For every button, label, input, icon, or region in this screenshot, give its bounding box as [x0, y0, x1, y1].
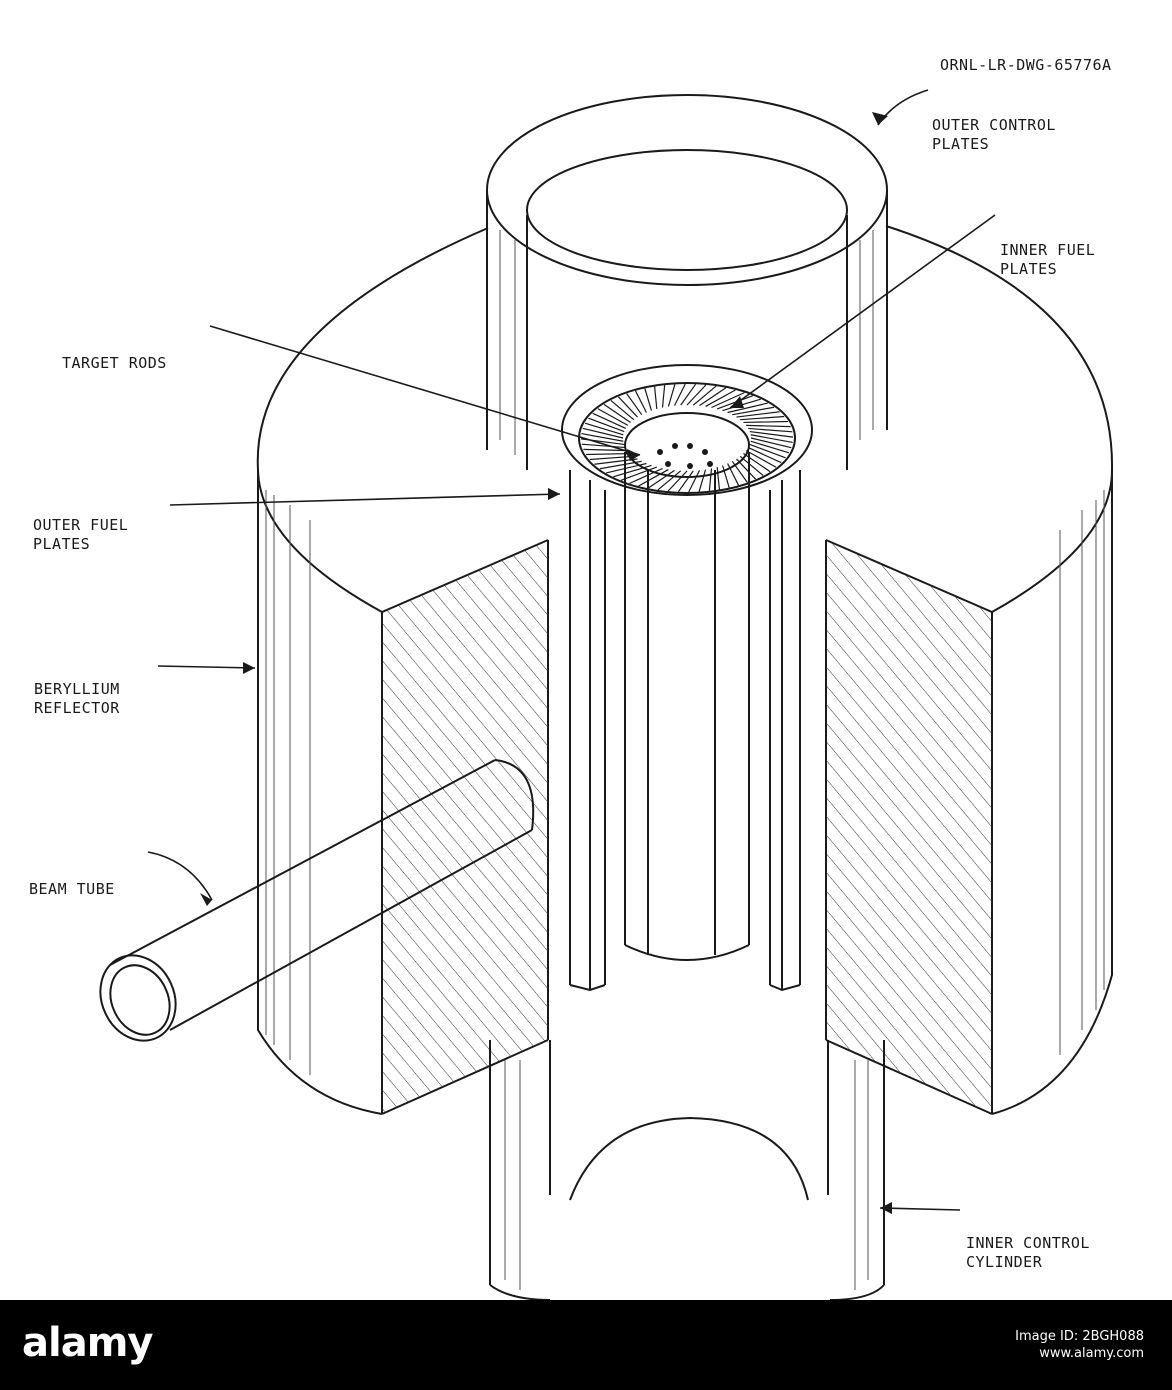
fuel-plate-fin	[746, 424, 791, 428]
fuel-plate-fin	[586, 452, 631, 456]
reactor-core-cutaway-drawing	[99, 89, 1114, 1300]
fuel-plate-fin	[740, 415, 785, 421]
reflector-section-left	[382, 540, 548, 1114]
fuel-plate-fin	[597, 408, 629, 426]
fuel-plate-fin	[705, 389, 736, 407]
fuel-plate-fin	[583, 448, 628, 452]
fuel-plate-fin	[747, 447, 782, 464]
fuel-plate-fin	[661, 385, 666, 408]
fuel-plate-fin	[582, 427, 624, 439]
fuel-plate-fin	[721, 465, 730, 488]
fuel-plate-fin	[667, 384, 676, 407]
fuel-plate-fin	[750, 437, 792, 449]
fuel-plate-fin	[711, 392, 745, 409]
fuel-plate-fin	[727, 402, 768, 414]
fuel-plate-fin	[584, 422, 624, 436]
fuel-plate-fin	[699, 387, 727, 407]
fuel-plate-fin	[667, 470, 688, 492]
fuel-plate-fin	[736, 411, 780, 418]
fuel-plate-fin	[617, 396, 638, 418]
fuel-plate-fin	[647, 469, 675, 489]
fuel-plate-fin	[644, 388, 653, 411]
watermark-logo: alamy	[22, 1320, 153, 1366]
fuel-plate-fin	[736, 458, 757, 480]
fuel-plate-fin	[599, 460, 642, 470]
fuel-plate-fin	[749, 430, 794, 438]
fuel-plate-fin	[739, 455, 764, 477]
fuel-plate-fin	[749, 443, 786, 459]
fuel-plate-fin	[638, 469, 669, 487]
fuel-annulus-outer	[561, 364, 813, 496]
fuel-plate-fin	[708, 468, 713, 491]
reflector-section-right	[826, 540, 992, 1114]
fuel-plate-fin	[743, 453, 771, 473]
radial-fuel-plates	[580, 383, 794, 493]
fuel-plate-fin	[698, 469, 707, 492]
fuel-plate-fin	[673, 383, 686, 406]
outer-control-cylinder-top	[486, 94, 888, 286]
fuel-plate-fin	[603, 403, 631, 423]
fuel-plate-fin	[750, 440, 790, 454]
fuel-plate-fin	[731, 460, 748, 483]
fuel-plate-fin	[589, 455, 634, 461]
fuel-annulus-inner	[624, 412, 750, 478]
fuel-plate-fin	[680, 383, 697, 406]
fuel-plate-fin	[750, 434, 793, 444]
reflector-top-disk	[256, 225, 1114, 614]
fuel-plate-fin	[692, 385, 717, 406]
watermark-footer: alamy Image ID: 2BGH088 www.alamy.com	[0, 1300, 1172, 1390]
watermark-image-id: Image ID: 2BGH088 www.alamy.com	[1015, 1329, 1144, 1361]
target-rods-cluster	[657, 443, 713, 469]
fuel-plate-fin	[688, 470, 701, 493]
fuel-plate-fin	[613, 464, 652, 478]
fuel-plate-fin	[581, 443, 626, 449]
inner-control-cylinder-bore	[569, 1116, 809, 1201]
fuel-plate-fin	[610, 399, 635, 421]
reflector-outer-wall	[257, 470, 1113, 1115]
fuel-plate-fin	[732, 406, 775, 416]
beam-tube-drawing	[99, 759, 535, 1042]
fuel-plate-fin	[686, 384, 707, 406]
fuel-plate-fin	[727, 463, 740, 486]
fuel-plate-fin	[677, 470, 694, 493]
fuel-plate-fin	[581, 432, 624, 442]
label-target-rods: TARGET RODS	[62, 354, 167, 372]
fuel-plate-fin	[588, 417, 625, 433]
label-beam-tube: BEAM TUBE	[29, 880, 115, 898]
fuel-plate-fin	[745, 450, 777, 468]
fuel-plate-fin	[716, 467, 721, 490]
fuel-plate-fin	[657, 470, 682, 491]
fuel-plate-fin	[592, 412, 627, 429]
drawing-number: ORNL-LR-DWG-65776A	[940, 56, 1112, 74]
fuel-plate-fin	[620, 466, 658, 481]
fuel-plate-fin	[748, 427, 793, 433]
fuel-plate-fin	[653, 386, 658, 409]
fuel-plate-fin	[606, 462, 647, 474]
fuel-plate-fin	[743, 420, 788, 424]
fuel-plate-fin	[626, 393, 643, 416]
fuel-plate-fin	[634, 390, 647, 413]
leader-lines	[147, 89, 996, 1211]
fuel-plate-fin	[629, 467, 663, 484]
